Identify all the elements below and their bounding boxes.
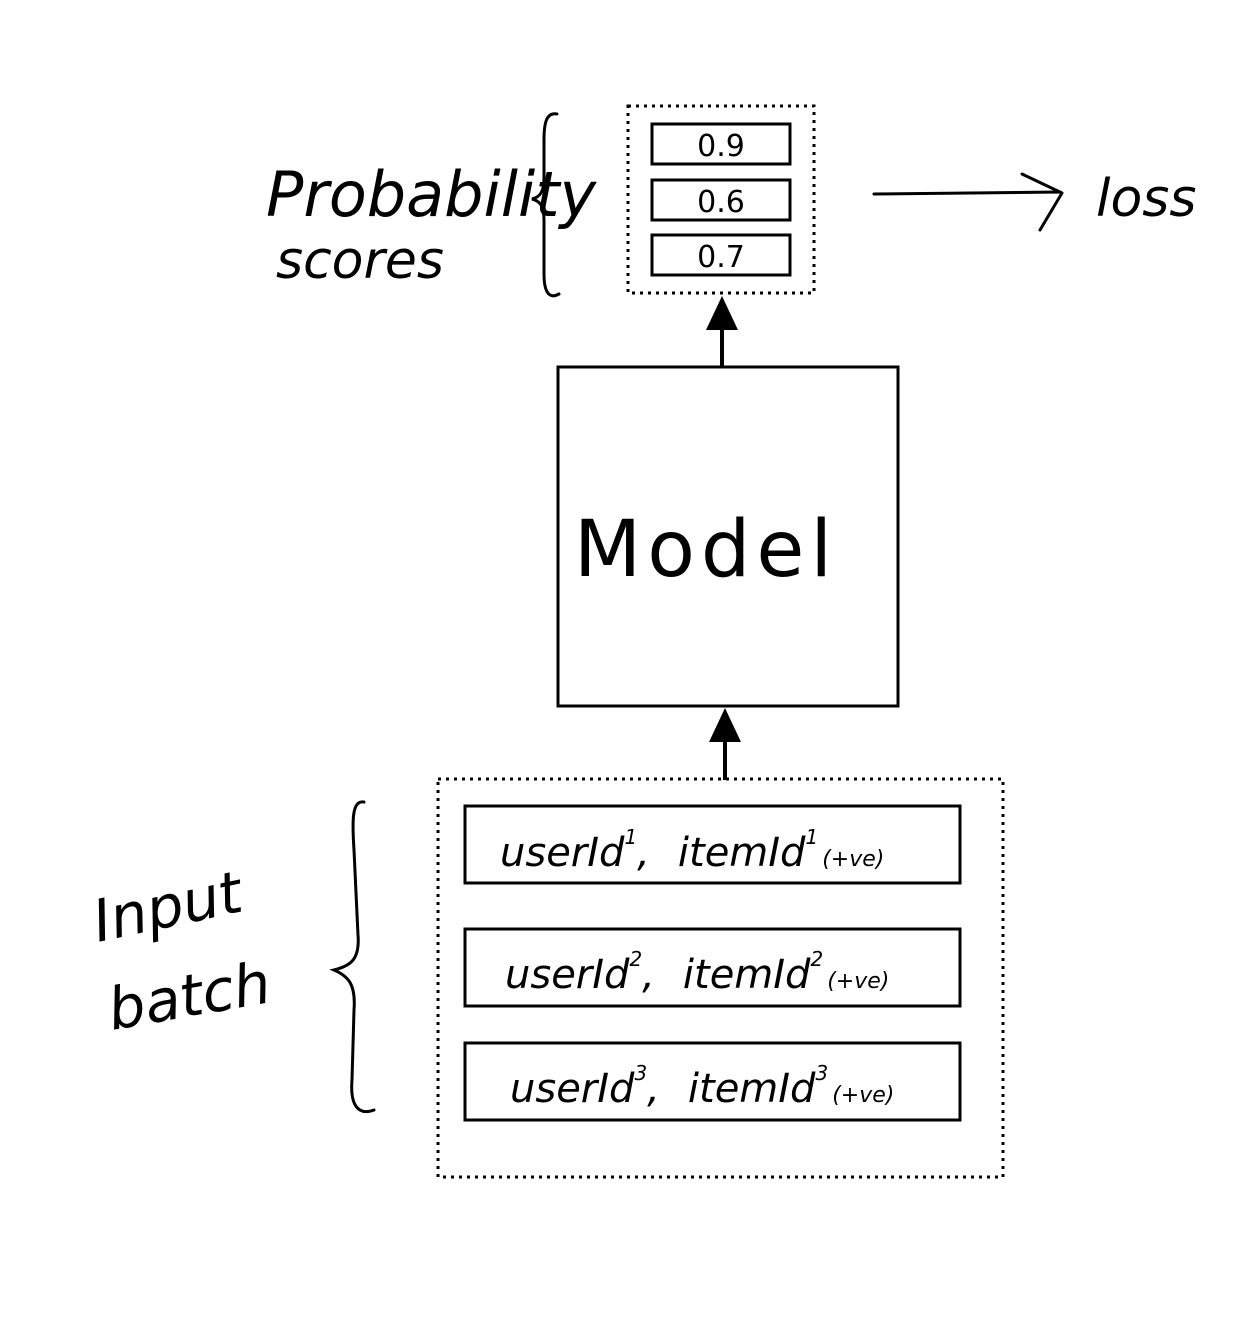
input-dotted-box xyxy=(436,777,1005,1179)
item-id-text: itemId xyxy=(678,830,806,876)
score-value: 0.7 xyxy=(697,240,745,275)
item-id-sup: 2 xyxy=(810,947,823,971)
input-label-line2: batch xyxy=(103,948,276,1043)
user-id-text: userId xyxy=(500,830,625,876)
user-id-sup: 2 xyxy=(629,947,642,971)
output-label-line2: scores xyxy=(276,231,444,291)
score-value: 0.9 xyxy=(697,129,745,164)
input-to-model-arrowhead xyxy=(709,708,741,742)
output-label-line1: Probability xyxy=(266,158,598,231)
output-brace xyxy=(531,112,561,298)
input-batch-group: userId1,itemId1(+ve) userId2,itemId2(+ve… xyxy=(436,777,1005,1179)
item-id-text: itemId xyxy=(688,1066,816,1112)
svg-text:userId3,itemId3(+ve): userId3,itemId3(+ve) xyxy=(510,1061,894,1112)
user-id-text: userId xyxy=(505,952,630,998)
score-cell: 0.9 xyxy=(650,122,792,166)
item-id-text: itemId xyxy=(683,952,811,998)
svg-text:userId1,itemId1(+ve): userId1,itemId1(+ve) xyxy=(500,825,884,876)
score-cell: 0.6 xyxy=(650,178,792,222)
input-brace xyxy=(329,800,376,1113)
user-id-text: userId xyxy=(510,1066,635,1112)
model-label: Model xyxy=(574,505,838,595)
model-to-output-arrowhead xyxy=(706,296,738,330)
input-row: userId2,itemId2(+ve) xyxy=(463,927,962,1008)
input-row: userId3,itemId3(+ve) xyxy=(463,1041,962,1122)
user-id-sup: 3 xyxy=(634,1061,647,1085)
score-cell: 0.7 xyxy=(650,233,792,277)
loss-arrow xyxy=(872,172,1064,232)
positive-tag: (+ve) xyxy=(827,969,889,994)
loss-arrow-group: loss xyxy=(872,169,1196,232)
output-label-group: Probability scores xyxy=(266,112,598,298)
loss-label: loss xyxy=(1096,169,1196,229)
svg-text:userId2,itemId2(+ve): userId2,itemId2(+ve) xyxy=(505,947,889,998)
row-separator: , xyxy=(637,830,650,876)
positive-tag: (+ve) xyxy=(822,847,884,872)
input-label-group: Input batch xyxy=(87,800,376,1113)
item-id-sup: 3 xyxy=(815,1061,828,1085)
row-separator: , xyxy=(647,1066,660,1112)
output-scores-group: 0.9 0.6 0.7 xyxy=(626,104,816,295)
input-label-line1: Input xyxy=(87,857,250,955)
score-value: 0.6 xyxy=(697,185,745,220)
row-separator: , xyxy=(642,952,655,998)
output-dotted-box xyxy=(626,104,816,295)
positive-tag: (+ve) xyxy=(832,1083,894,1108)
item-id-sup: 1 xyxy=(805,825,818,849)
user-id-sup: 1 xyxy=(624,825,637,849)
model-group: Model xyxy=(556,365,900,708)
input-row: userId1,itemId1(+ve) xyxy=(463,804,962,885)
model-box xyxy=(556,365,900,708)
